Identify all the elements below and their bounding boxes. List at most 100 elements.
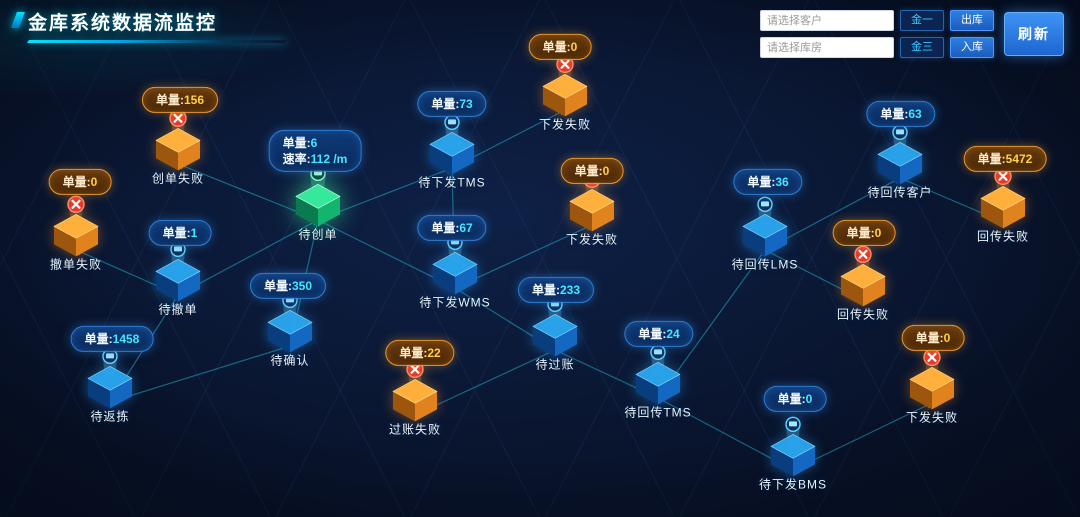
- flow-node[interactable]: 待创单: [270, 164, 366, 242]
- count-badge: 单量:73: [417, 90, 487, 118]
- flow-node[interactable]: 下发失败: [517, 54, 613, 132]
- flow-node[interactable]: 待回传TMS: [610, 342, 706, 420]
- node-cube-icon: [392, 360, 438, 422]
- badge-count-line: 单量:233: [532, 282, 580, 298]
- badge-count-value: 350: [291, 278, 313, 293]
- count-badge: 单量:0: [901, 324, 965, 352]
- badge-count-line: 单量:0: [543, 39, 578, 55]
- node-cube-icon: [742, 196, 788, 257]
- node-cube-icon: [429, 114, 475, 175]
- badge-count-label: 单量:: [431, 96, 460, 111]
- flow-node[interactable]: 待下发TMS: [404, 112, 500, 190]
- badge-count-value: 24: [666, 326, 680, 341]
- count-badge: 单量:0: [763, 385, 827, 413]
- badge-count-label: 单量:: [84, 331, 113, 346]
- badge-count-value: 156: [183, 92, 205, 107]
- badge-count-value: 63: [908, 106, 922, 121]
- count-badge: 单量:24: [624, 320, 694, 348]
- warehouse-filter-row: 金三 入库: [760, 37, 994, 58]
- count-badge: 单量:156: [141, 86, 219, 114]
- badge-count-value: 0: [874, 225, 882, 240]
- flow-node[interactable]: 回传失败: [955, 166, 1051, 244]
- badge-count-label: 单量:: [747, 174, 776, 189]
- badge-count-label: 单量:: [155, 92, 184, 107]
- page-title-block: 金库系统数据流监控: [11, 8, 288, 43]
- badge-rate-value: 112 /m: [310, 152, 348, 166]
- title-underline-decoration: [26, 40, 288, 43]
- badge-count-line: 单量:5472: [978, 151, 1033, 167]
- flow-node[interactable]: 待下发BMS: [745, 414, 841, 492]
- badge-count-value: 36: [775, 174, 789, 189]
- badge-count-label: 单量:: [638, 326, 667, 341]
- count-badge: 单量:5472: [963, 145, 1047, 173]
- node-cube-icon: [295, 165, 341, 227]
- flow-node[interactable]: 待返拣: [62, 346, 158, 424]
- vault-one-button[interactable]: 金一: [900, 10, 944, 31]
- badge-count-line: 单量:73: [431, 96, 472, 112]
- badge-count-line: 单量:24: [638, 326, 679, 342]
- customer-filter-row: 金一 出库: [760, 10, 994, 31]
- badge-count-line: 单量:22: [399, 345, 440, 361]
- badge-count-line: 单量:156: [156, 92, 204, 108]
- badge-count-value: 73: [459, 96, 473, 111]
- flow-node[interactable]: 撤单失败: [28, 194, 124, 272]
- flow-node[interactable]: 过账失败: [367, 359, 463, 437]
- count-badge: 单量:67: [417, 214, 487, 242]
- count-badge: 单量:233: [517, 276, 595, 304]
- badge-count-line: 单量:1: [163, 225, 198, 241]
- badge-count-value: 6: [310, 135, 318, 150]
- customer-select-input[interactable]: [760, 10, 894, 31]
- node-cube-icon: [770, 416, 816, 477]
- badge-count-value: 22: [427, 345, 441, 360]
- flow-node[interactable]: 待过账: [507, 294, 603, 372]
- vault-two-button[interactable]: 金三: [900, 37, 944, 58]
- count-badge: 单量:36: [733, 168, 803, 196]
- flow-node[interactable]: 回传失败: [815, 244, 911, 322]
- badge-count-label: 单量:: [542, 39, 571, 54]
- badge-count-label: 单量:: [880, 106, 909, 121]
- badge-count-label: 单量:: [846, 225, 875, 240]
- node-cube-icon: [267, 292, 313, 353]
- warehouse-select-input[interactable]: [760, 37, 894, 58]
- badge-count-line: 单量:0: [575, 163, 610, 179]
- count-badge: 单量:63: [866, 100, 936, 128]
- count-badge: 单量:0: [48, 168, 112, 196]
- badge-count-value: 5472: [1005, 151, 1033, 166]
- badge-count-line: 单量:36: [747, 174, 788, 190]
- flow-node[interactable]: 下发失败: [884, 347, 980, 425]
- badge-count-label: 单量:: [282, 135, 311, 150]
- filter-controls: 金一 出库 金三 入库: [760, 10, 994, 58]
- node-cube-icon: [532, 296, 578, 357]
- count-badge: 单量:0: [528, 33, 592, 61]
- flow-node[interactable]: 待确认: [242, 290, 338, 368]
- badge-count-label: 单量:: [431, 220, 460, 235]
- node-cube-icon: [877, 124, 923, 185]
- flow-node[interactable]: 待回传客户: [852, 122, 948, 200]
- count-badge: 单量:0: [832, 219, 896, 247]
- flow-node[interactable]: 创单失败: [130, 108, 226, 186]
- badge-count-line: 单量:67: [431, 220, 472, 236]
- badge-count-value: 0: [90, 174, 98, 189]
- badge-count-label: 单量:: [977, 151, 1006, 166]
- outbound-button[interactable]: 出库: [950, 10, 994, 31]
- badge-count-label: 单量:: [263, 278, 292, 293]
- badge-count-value: 1458: [112, 331, 140, 346]
- count-badge: 单量:0: [560, 157, 624, 185]
- flow-node[interactable]: 待撤单: [130, 239, 226, 317]
- badge-count-line: 单量:0: [916, 330, 951, 346]
- count-badge: 单量:350: [249, 272, 327, 300]
- badge-count-label: 单量:: [574, 163, 603, 178]
- count-badge: 单量:6 速率:112 /m: [268, 129, 362, 173]
- node-cube-icon: [840, 245, 886, 307]
- badge-count-label: 单量:: [62, 174, 91, 189]
- count-badge: 单量:1: [148, 219, 212, 247]
- node-cube-icon: [155, 241, 201, 302]
- refresh-button[interactable]: 刷新: [1004, 12, 1064, 56]
- flow-node[interactable]: 待回传LMS: [717, 194, 813, 272]
- badge-count-line: 单量:0: [778, 391, 813, 407]
- badge-count-value: 67: [459, 220, 473, 235]
- flow-node[interactable]: 待下发WMS: [407, 232, 503, 310]
- inbound-button[interactable]: 入库: [950, 37, 994, 58]
- node-cube-icon: [53, 195, 99, 257]
